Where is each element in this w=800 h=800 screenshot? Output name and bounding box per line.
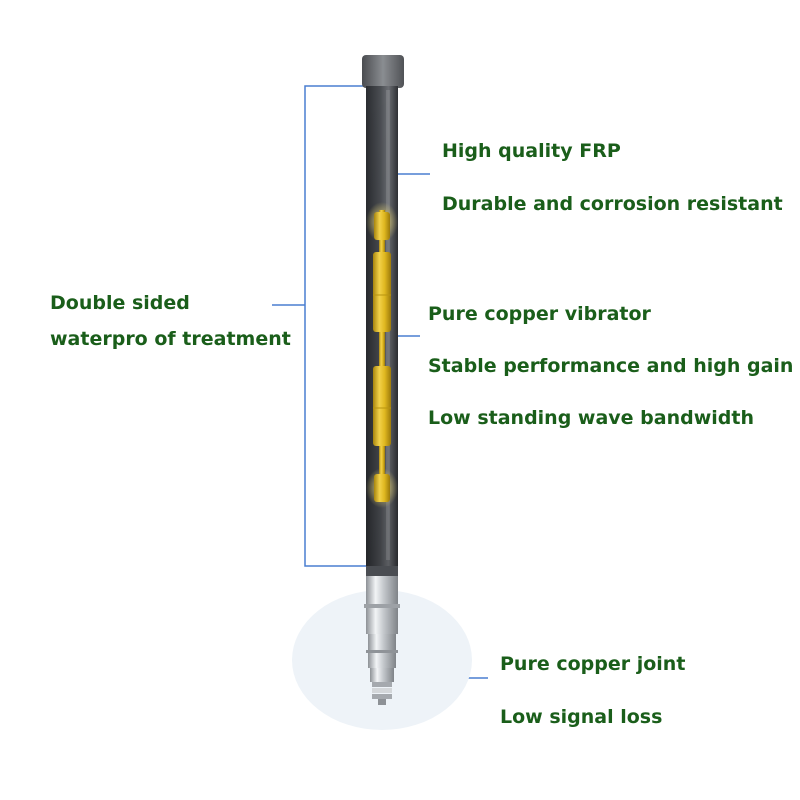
joint-nut	[370, 668, 394, 682]
joint-thread-1	[372, 682, 392, 687]
antenna-top-cap	[362, 55, 404, 88]
waterproof-description: waterpro of treatment	[50, 328, 291, 350]
waterproof-bracket-line	[304, 85, 368, 567]
frp-title: High quality FRP	[442, 140, 621, 162]
vibrator-core-rod	[379, 210, 385, 500]
base-collar	[366, 566, 398, 576]
joint-thread-2	[372, 688, 392, 693]
base-ring-2	[366, 650, 398, 653]
metal-base	[364, 566, 400, 668]
base-ring-1	[364, 604, 400, 608]
copper-joint	[370, 668, 394, 705]
vibrator-element-4	[374, 474, 390, 502]
copper-vibrator	[366, 202, 398, 508]
joint-thread-3	[372, 694, 392, 699]
vibrator-element-3	[373, 366, 391, 446]
frp-description: Durable and corrosion resistant	[442, 193, 783, 215]
vibrator-title: Pure copper vibrator	[428, 303, 651, 325]
joint-title: Pure copper joint	[500, 653, 686, 675]
waterproof-title: Double sided	[50, 292, 190, 314]
vibrator-element-1	[374, 212, 390, 240]
vibrator-description-bandwidth: Low standing wave bandwidth	[428, 407, 755, 429]
antenna	[362, 55, 404, 705]
vibrator-element-2	[373, 252, 391, 332]
joint-description: Low signal loss	[500, 706, 663, 728]
joint-pin	[378, 699, 386, 705]
vibrator-description-gain: Stable performance and high gain	[428, 355, 794, 377]
